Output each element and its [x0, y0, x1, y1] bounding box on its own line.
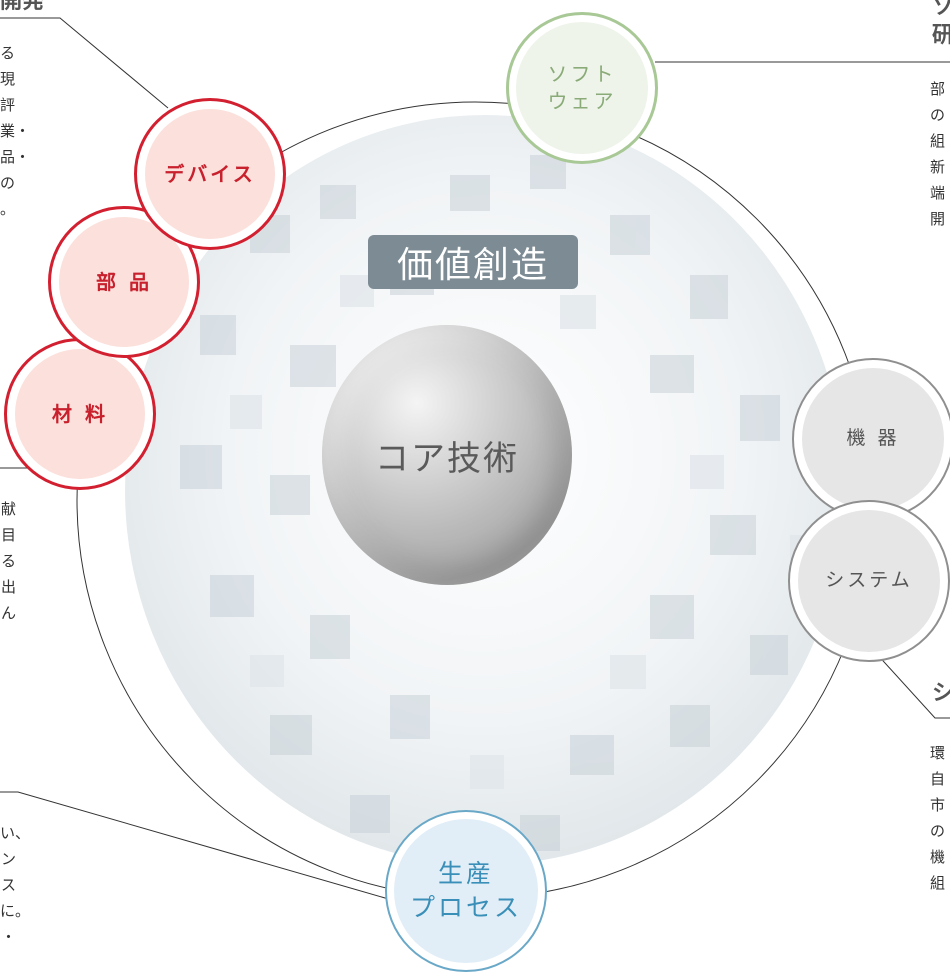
value-creation-label: 価値創造: [368, 235, 578, 289]
material-label: 材 料: [52, 401, 108, 426]
software-label: ソフト ウェア: [547, 62, 617, 113]
bottom-right-text: 環 自 市 の 機 組: [930, 744, 946, 892]
system-bubble: システム: [788, 500, 950, 662]
top-right-text: 部 の 組 新 端 開: [930, 80, 946, 228]
top-left-text: る 現 評 業・ 品・ の 。: [0, 44, 31, 218]
software-bubble: ソフト ウェア: [506, 12, 658, 164]
production-process-bubble: 生産 プロセス: [385, 810, 547, 972]
bottom-left-text: い、 ン ス に。 ・: [0, 824, 31, 946]
device-bubble: デバイス: [134, 98, 286, 250]
mid-left-text: 献 目 る 出 ん: [0, 500, 16, 622]
top-left-heading: 開発: [0, 0, 45, 14]
production-process-label: 生産 プロセス: [409, 859, 522, 922]
parts-label: 部 品: [96, 269, 152, 294]
mid-right-heading: シ: [932, 681, 950, 706]
system-label: システム: [825, 569, 913, 592]
core-technology-sphere: コア技術: [322, 325, 572, 585]
top-right-heading: ソ 研: [932, 0, 950, 48]
material-bubble: 材 料: [4, 338, 156, 490]
core-technology-label: コア技術: [375, 438, 519, 479]
equipment-bubble: 機 器: [792, 358, 950, 520]
device-label: デバイス: [164, 161, 256, 186]
equipment-label: 機 器: [846, 427, 900, 450]
